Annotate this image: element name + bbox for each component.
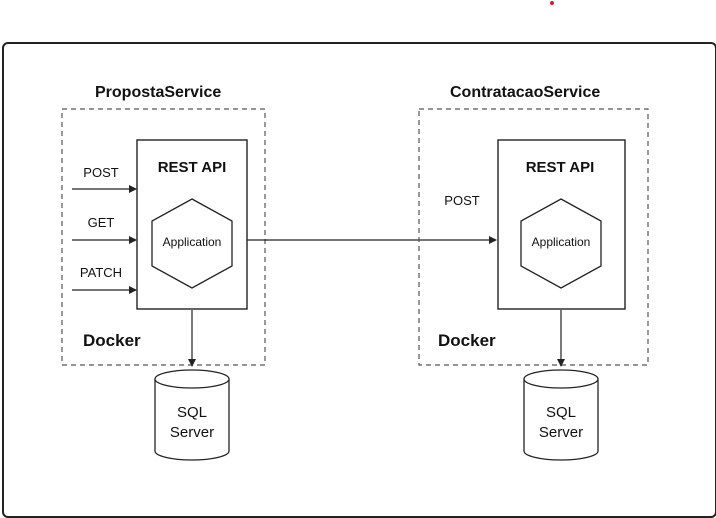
- proposta-application-label: Application: [163, 235, 222, 249]
- contratacao-method-label-post: POST: [444, 193, 479, 208]
- contratacao-sql-server-database: SQL Server: [523, 369, 599, 461]
- architecture-diagram: PropostaService REST API Application POS…: [61, 84, 649, 461]
- proposta-docker-boundary: [61, 108, 266, 366]
- contratacao-docker-boundary: [418, 108, 649, 366]
- docker-logo: Docker: [83, 331, 141, 350]
- docker-logo: Docker: [438, 331, 496, 350]
- contratacao-db-label-line2: Server: [539, 424, 583, 441]
- proposta-application-hexagon: [151, 198, 233, 289]
- contratacao-rest-api-label: REST API: [526, 159, 595, 176]
- method-label-patch: PATCH: [80, 265, 122, 280]
- proposta-service-title: PropostaService: [95, 84, 221, 101]
- contratacao-application-hexagon: [520, 198, 602, 289]
- proposta-rest-api-label: REST API: [158, 159, 227, 176]
- contratacao-db-label-line1: SQL: [546, 404, 576, 421]
- contratacao-docker-label: Docker: [438, 331, 496, 350]
- proposta-docker-label: Docker: [83, 331, 141, 350]
- red-dot-indicator: [550, 1, 554, 5]
- contratacao-service-title: ContratacaoService: [450, 84, 600, 101]
- contratacao-application-label: Application: [532, 235, 591, 249]
- method-label-get: GET: [88, 215, 115, 230]
- proposta-db-label-line2: Server: [170, 424, 214, 441]
- diagram-frame: PropostaService REST API Application POS…: [2, 42, 716, 518]
- proposta-sql-server-database: SQL Server: [154, 369, 230, 461]
- proposta-db-label-line1: SQL: [177, 404, 207, 421]
- method-label-post: POST: [83, 165, 118, 180]
